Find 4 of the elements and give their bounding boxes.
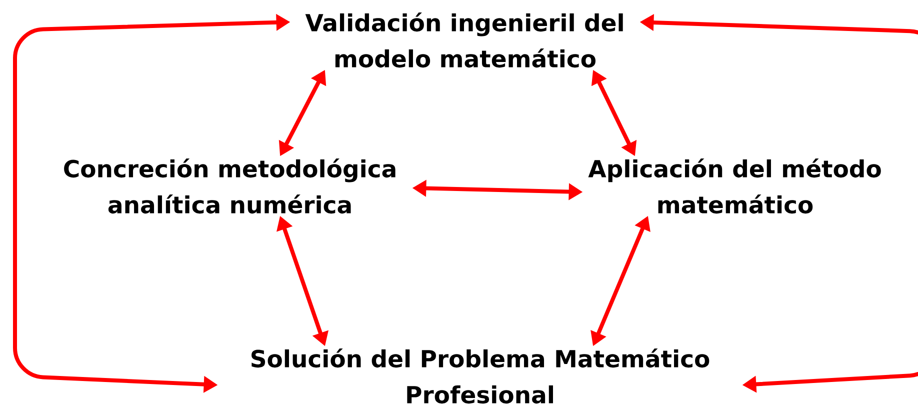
node-label: Solución del Problema Matemático Profesional — [252, 348, 710, 404]
node-label: Concreción metodológica analítica numérica — [64, 158, 396, 214]
node-label: Validación ingenieril del modelo matemático — [305, 12, 623, 68]
node-label: Aplicación del método matemático — [588, 158, 881, 214]
